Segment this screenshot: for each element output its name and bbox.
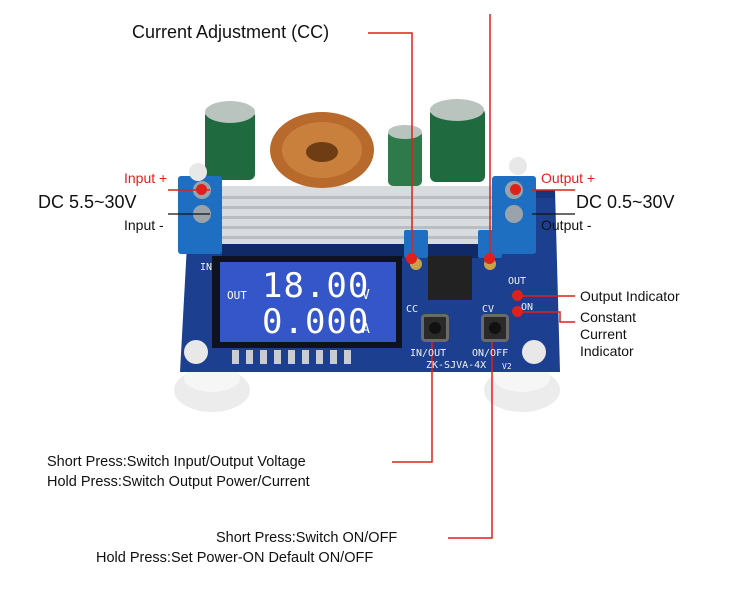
output-plus-marker (510, 184, 521, 195)
lcd-mode: OUT (227, 289, 247, 302)
input-range-label: DC 5.5~30V (38, 192, 137, 212)
onoff-button[interactable] (481, 314, 509, 342)
output-minus-label: Output - (541, 217, 592, 233)
onoff-description-2: Hold Press:Set Power-ON Default ON/OFF (96, 550, 374, 566)
silk-on: ON (521, 302, 534, 313)
input-plus-label: Input + (124, 170, 168, 186)
cc-indicator-label-3: Indicator (580, 343, 634, 359)
cc-pot-marker (406, 253, 417, 264)
version-silk: V2 (502, 362, 512, 371)
output-range-label: DC 0.5~30V (576, 192, 675, 212)
onoff-button-label: ON/OFF (472, 348, 509, 359)
cv-pot-marker (484, 253, 495, 264)
inout-button[interactable] (421, 314, 449, 342)
input-minus-label: Input - (124, 217, 164, 233)
lcd-current-unit: A (362, 322, 370, 337)
onoff-description-1: Short Press:Switch ON/OFF (216, 530, 398, 546)
lcd-voltage-unit: V (362, 288, 370, 303)
inout-description-1: Short Press:Switch Input/Output Voltage (47, 454, 306, 470)
inout-button-label: IN/OUT (410, 348, 447, 359)
silk-in: IN (200, 262, 213, 273)
silk-out: OUT (508, 276, 527, 287)
lcd-current: 0.000 (262, 302, 370, 342)
output-indicator-marker (512, 290, 523, 301)
input-plus-marker (196, 184, 207, 195)
cc-indicator-label-2: Current (580, 326, 627, 342)
output-plus-label: Output + (541, 170, 596, 186)
model-silk: ZK-SJVA-4X (426, 360, 487, 371)
cc-indicator-label-1: Constant (580, 309, 637, 325)
lcd-voltage: 18.00 (262, 266, 370, 306)
silk-cc: CC (406, 304, 419, 315)
current-adjustment-label: Current Adjustment (CC) (132, 22, 330, 42)
cc-indicator-marker (512, 306, 523, 317)
silk-cv: CV (482, 304, 495, 315)
output-indicator-label: Output Indicator (580, 288, 680, 304)
inout-description-2: Hold Press:Switch Output Power/Current (47, 474, 310, 490)
